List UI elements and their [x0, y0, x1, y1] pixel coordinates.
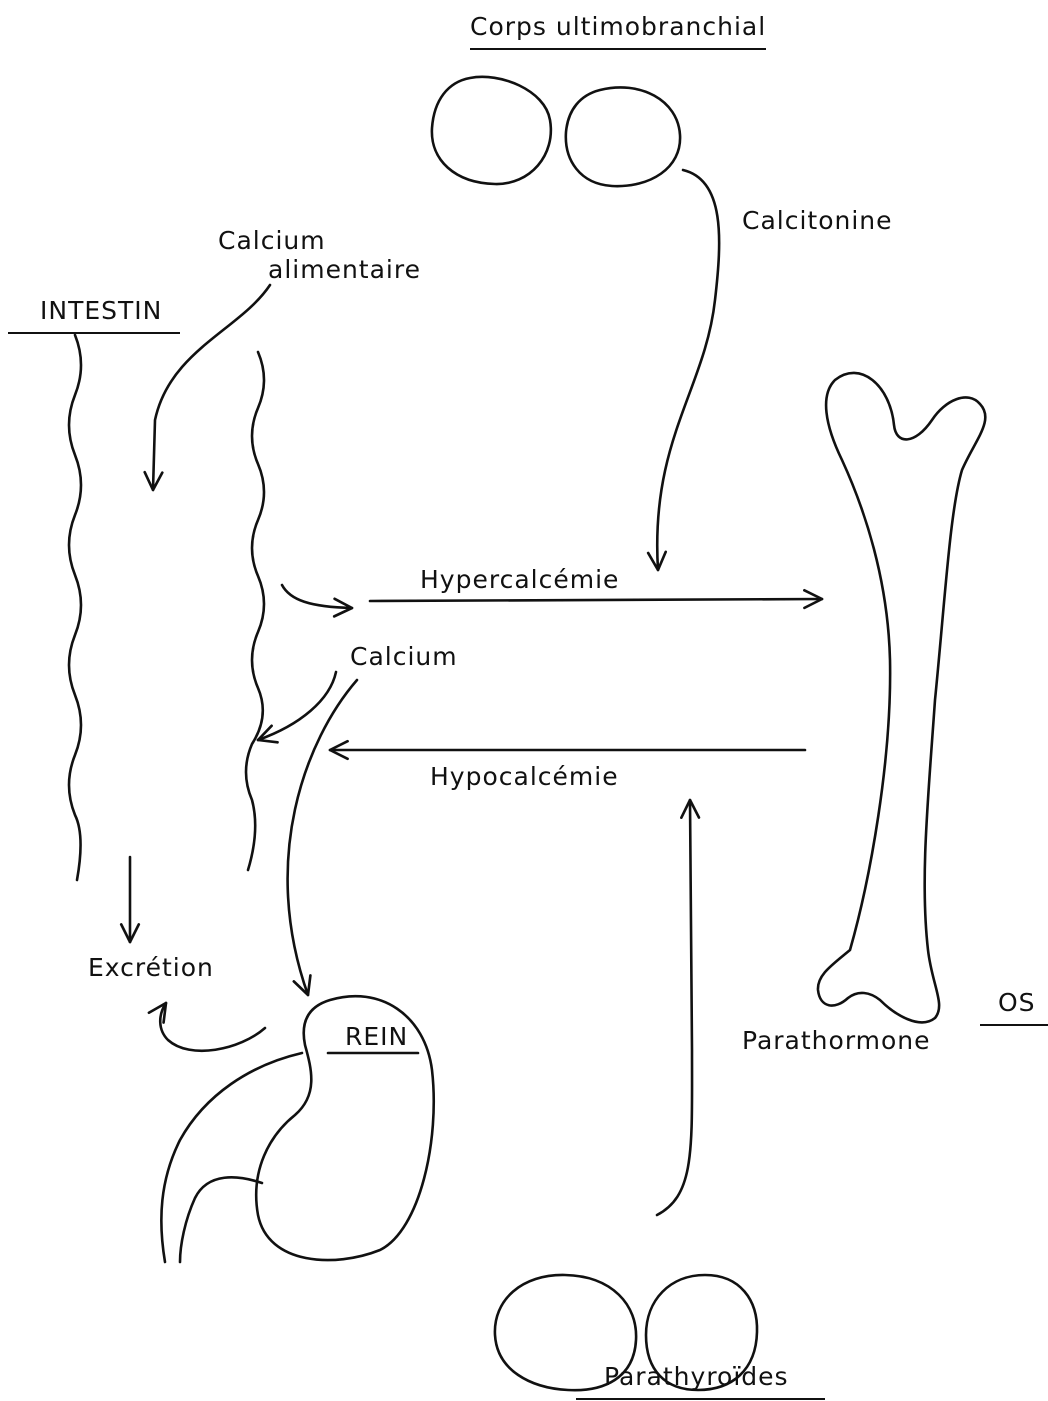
label-calcium: Calcium	[350, 642, 458, 672]
ureter-outer	[161, 1053, 302, 1262]
label-parathyroides: Parathyroïdes	[576, 1362, 825, 1400]
label-rein: REIN	[345, 1022, 408, 1052]
intestine-right-wall	[246, 352, 264, 870]
label-calcium-alimentaire-line1: Calcium	[218, 226, 326, 256]
label-calcium-alimentaire-line2: alimentaire	[268, 255, 421, 285]
label-calcitonine: Calcitonine	[742, 206, 893, 236]
intestine-left-wall	[69, 335, 81, 880]
calcium-to-kidney-arrow	[288, 680, 357, 995]
label-excretion: Excrétion	[88, 953, 214, 983]
label-hypocalcemie: Hypocalcémie	[430, 762, 619, 792]
label-os: OS	[980, 988, 1048, 1026]
absorption-arrow	[282, 585, 352, 608]
ultimobranchial-gland-left	[432, 77, 551, 184]
calcitonine-arrow	[657, 170, 719, 570]
label-hypercalcemie: Hypercalcémie	[420, 565, 619, 595]
bone-shape	[818, 373, 985, 1022]
ultimobranchial-gland-right	[566, 87, 680, 186]
label-intestin: INTESTIN	[8, 296, 180, 334]
parathormone-arrow	[657, 800, 692, 1215]
label-parathormone: Parathormone	[742, 1026, 931, 1056]
ureter-inner	[180, 1177, 262, 1262]
label-corps-ultimobranchial: Corps ultimobranchial	[470, 12, 766, 50]
kidney-excretion-arrow	[160, 1003, 265, 1051]
hypercalcemie-arrow	[370, 599, 822, 601]
